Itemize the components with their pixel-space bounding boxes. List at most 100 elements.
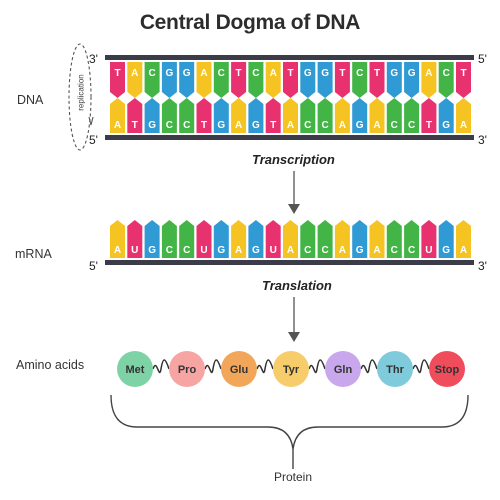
dna-top-base-letter: T (236, 68, 242, 79)
dna-top-base-letter: A (200, 68, 207, 79)
mrna-base-block (317, 220, 333, 258)
dna-top-base-letter: A (425, 68, 432, 79)
peptide-bond (360, 359, 378, 374)
mrna-base-block (456, 220, 471, 258)
mrna-base-letter: A (460, 245, 467, 256)
amino-acid-glu-circle (221, 351, 257, 387)
amino-acid-gln-label: Gln (334, 364, 353, 376)
dna-top-left-3-prime: 3' (89, 52, 98, 66)
dna-bottom-base-letter: A (460, 120, 467, 131)
mrna-backbone (105, 260, 474, 265)
mrna-label: mRNA (15, 247, 52, 261)
mrna-base-letter: A (235, 245, 242, 256)
peptide-bond (412, 359, 430, 374)
amino-acid-thr-label: Thr (386, 364, 404, 376)
dna-bottom-base-block (456, 98, 471, 133)
dna-top-base-letter: A (131, 68, 138, 79)
protein-brace (110, 394, 469, 469)
mrna-base-letter: A (114, 245, 121, 256)
dna-top-backbone (105, 55, 474, 60)
dna-bottom-base-letter: T (426, 120, 432, 131)
dna-top-base-block (265, 62, 281, 98)
dna-top-base-block (386, 62, 402, 98)
dna-bottom-base-block (127, 98, 143, 133)
amino-acids-label: Amino acids (16, 358, 85, 372)
dna-bottom-base-block (110, 98, 125, 133)
dna-bottom-base-block (196, 98, 212, 133)
dna-bottom-base-letter: C (166, 120, 173, 131)
dna-bottom-base-block (300, 98, 316, 133)
dna-bottom-base-block (369, 98, 385, 133)
dna-top-base-block (248, 62, 264, 98)
mrna-base-letter: A (339, 245, 346, 256)
amino-acid-thr-circle (377, 351, 413, 387)
dna-top-base-block (110, 62, 125, 98)
dna-bottom-base-letter: A (373, 120, 380, 131)
dna-bottom-base-letter: C (321, 120, 328, 131)
mrna-base-block (404, 220, 420, 258)
amino-acid-pro-circle (169, 351, 205, 387)
dna-bottom-base-letter: G (442, 120, 450, 131)
translation-label: Translation (262, 278, 332, 293)
mrna-base-block (438, 220, 454, 258)
dna-top-base-block (127, 62, 143, 98)
mrna-base-block (144, 220, 160, 258)
protein-label: Protein (273, 470, 313, 484)
dna-top-base-block (317, 62, 333, 98)
amino-acid-stop-label: Stop (435, 364, 460, 376)
dna-top-base-letter: G (390, 68, 398, 79)
dna-top-base-block (144, 62, 160, 98)
amino-acid-met-label: Met (126, 364, 145, 376)
mrna-base-block (127, 220, 143, 258)
dna-top-base-letter: G (321, 68, 329, 79)
dna-bottom-base-letter: A (287, 120, 294, 131)
dna-bottom-base-letter: A (339, 120, 346, 131)
dna-bottom-base-letter: C (391, 120, 398, 131)
dna-top-base-block (179, 62, 195, 98)
mrna-right-3-prime: 3' (478, 259, 487, 273)
dna-top-right-5-prime: 5' (478, 52, 487, 66)
mrna-base-block (179, 220, 195, 258)
dna-bottom-left-5-prime: 5' (89, 133, 98, 147)
mrna-base-block (213, 220, 229, 258)
transcription-arrow (288, 171, 300, 214)
dna-top-base-letter: C (218, 68, 225, 79)
dna-top-base-letter: G (408, 68, 416, 79)
mrna-base-block (386, 220, 402, 258)
amino-acid-stop-circle (429, 351, 465, 387)
transcription-label: Transcription (252, 152, 335, 167)
dna-top-base-block (161, 62, 177, 98)
mrna-base-letter: G (252, 245, 260, 256)
dna-top-base-block (438, 62, 454, 98)
dna-top-base-letter: T (339, 68, 345, 79)
dna-bottom-backbone (105, 135, 474, 140)
dna-top-base-letter: T (287, 68, 293, 79)
mrna-base-block (161, 220, 177, 258)
mrna-base-letter: U (270, 245, 277, 256)
amino-acid-tyr-circle (273, 351, 309, 387)
mrna-base-letter: A (373, 245, 380, 256)
mrna-base-letter: A (287, 245, 294, 256)
mrna-base-block (110, 220, 125, 258)
dna-bottom-base-letter: C (183, 120, 190, 131)
amino-acid-pro-label: Pro (178, 364, 197, 376)
dna-bottom-base-letter: C (304, 120, 311, 131)
dna-top-base-block (231, 62, 247, 98)
dna-bottom-base-letter: T (201, 120, 207, 131)
mrna-base-letter: C (408, 245, 415, 256)
dna-bottom-base-letter: C (408, 120, 415, 131)
mrna-base-letter: C (391, 245, 398, 256)
dna-top-base-letter: T (114, 68, 120, 79)
mrna-base-block (369, 220, 385, 258)
dna-bottom-base-block (283, 98, 298, 133)
dna-bottom-base-block (404, 98, 420, 133)
mrna-left-5-prime: 5' (89, 259, 98, 273)
mrna-base-block (248, 220, 264, 258)
dna-top-base-letter: A (270, 68, 277, 79)
peptide-bond (256, 359, 274, 374)
dna-bottom-base-letter: G (252, 120, 260, 131)
mrna-base-letter: U (200, 245, 207, 256)
mrna-base-block (231, 220, 247, 258)
